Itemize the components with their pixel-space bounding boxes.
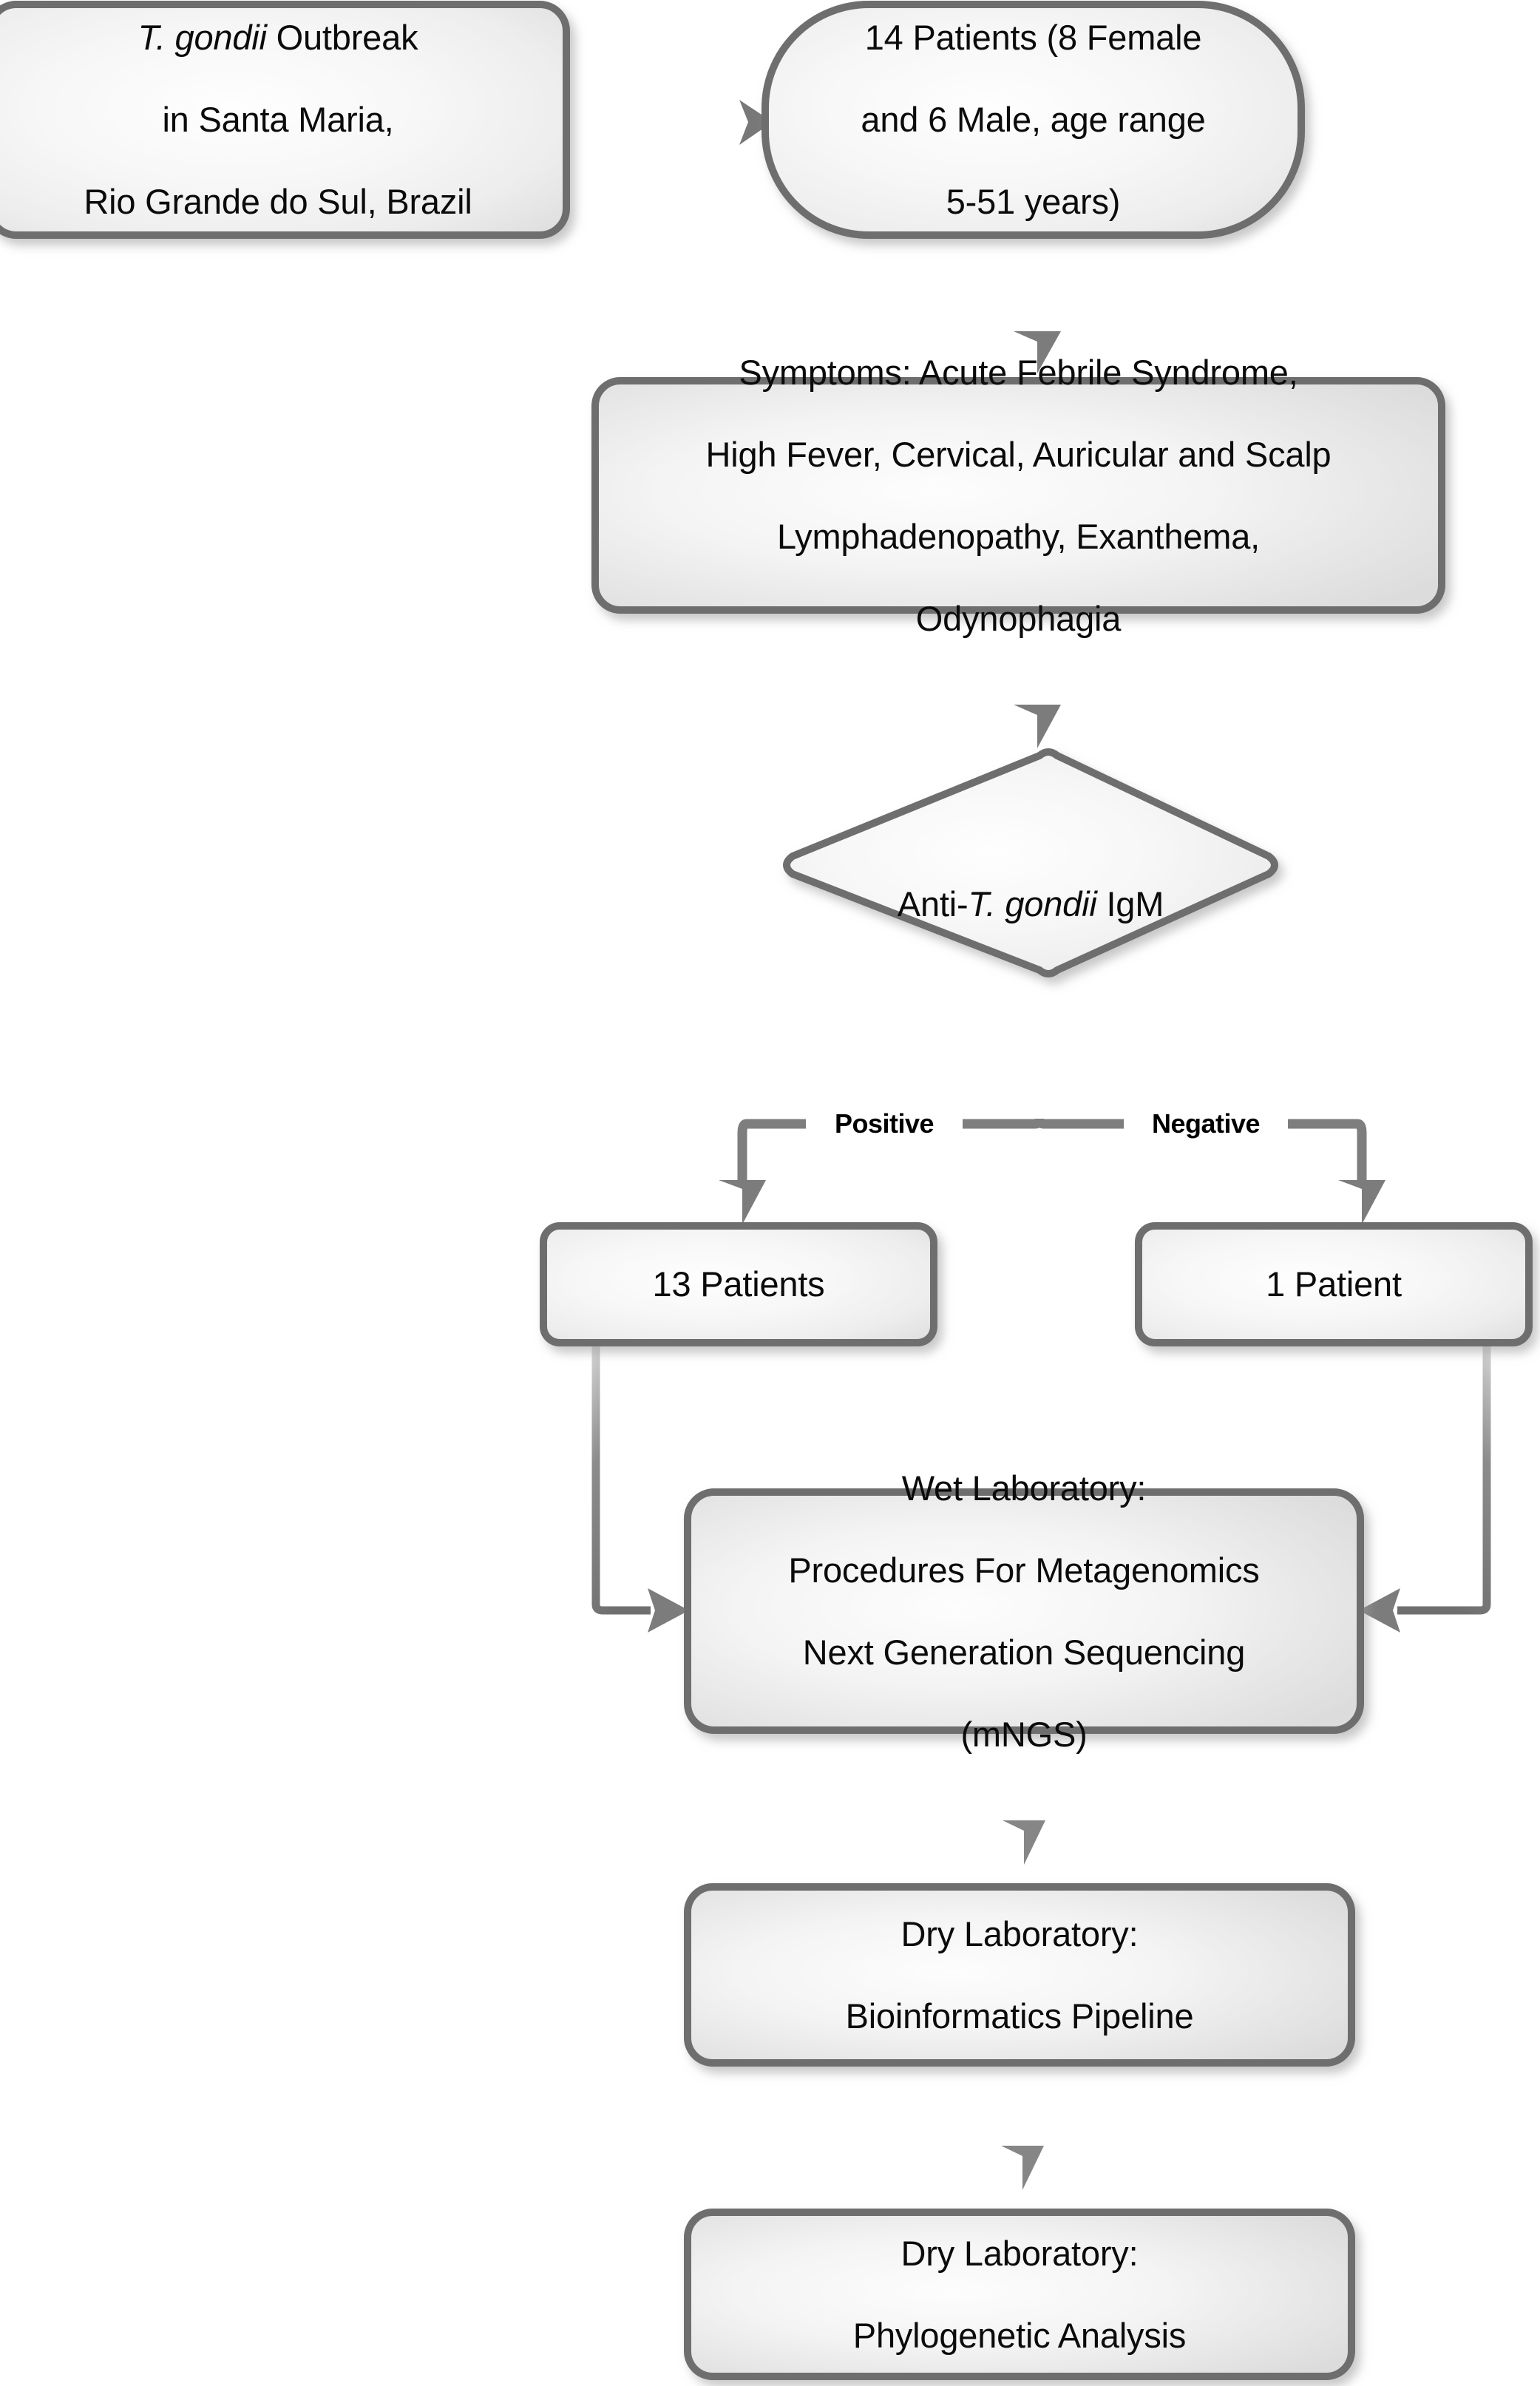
branch-positive-text: Positive (834, 1108, 934, 1139)
edge-outbreak-to-patients (566, 100, 773, 145)
branch-label-negative: Negative (1124, 1103, 1288, 1145)
node-patients[interactable] (761, 1, 1305, 239)
node-positive-group[interactable] (540, 1222, 937, 1346)
edge-igm-split (719, 975, 1385, 1224)
node-outbreak[interactable] (0, 1, 570, 239)
edge-negative-to-wetlab (1359, 1340, 1491, 1633)
node-drylab-bioinfo[interactable] (684, 1883, 1355, 2067)
edge-positive-to-wetlab (591, 1340, 689, 1633)
edge-bioinfo-to-phylo (1001, 2063, 1044, 2190)
node-negative-group[interactable] (1135, 1222, 1533, 1346)
branch-negative-text: Negative (1151, 1108, 1261, 1139)
edge-patients-to-symptoms (1014, 240, 1061, 373)
node-drylab-phylo[interactable] (684, 2209, 1355, 2380)
edge-wetlab-to-bioinfo (1003, 1730, 1045, 1865)
node-symptoms[interactable] (591, 377, 1445, 614)
edge-symptoms-to-igm (1014, 608, 1061, 748)
node-wetlab[interactable] (684, 1488, 1364, 1734)
branch-label-positive: Positive (806, 1103, 963, 1145)
node-igm-diamond[interactable] (783, 748, 1278, 977)
